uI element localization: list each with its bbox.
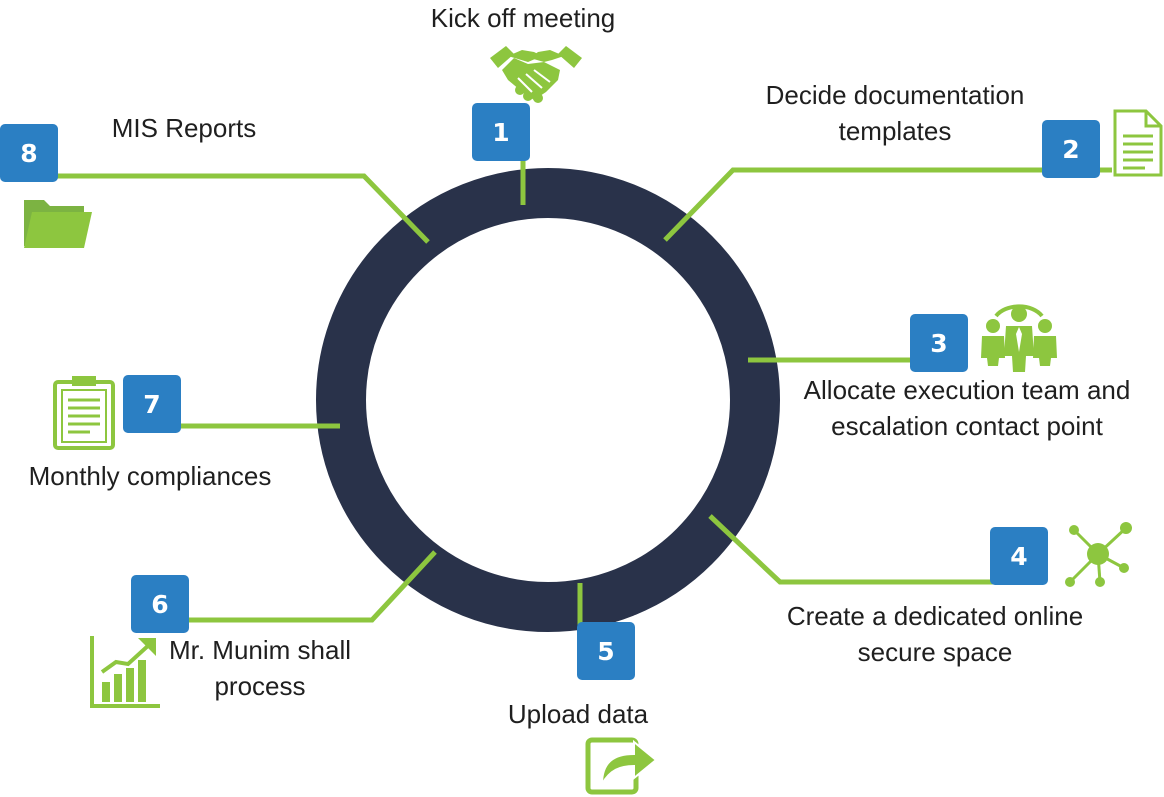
step-4-badge: 4 (990, 527, 1048, 585)
step-6-label: Mr. Munim shall process (168, 635, 352, 701)
step-3-label: Allocate execution team and escalation c… (803, 375, 1131, 441)
step-4-label: Create a dedicated online secure space (786, 601, 1084, 667)
connector-step-6 (186, 550, 437, 623)
step-6-badge: 6 (131, 575, 189, 633)
step-5-label: Upload data (507, 699, 649, 729)
connector-step-4 (708, 514, 994, 585)
step-2-label: Decide documentation templates (765, 80, 1025, 146)
step-3-badge: 3 (910, 314, 968, 372)
document-icon (1113, 109, 1163, 177)
step-8-badge: 8 (0, 124, 58, 182)
growth-chart-icon (90, 636, 160, 708)
network-icon (1065, 522, 1132, 587)
step-7-label: Monthly compliances (28, 461, 272, 491)
folder-icon (24, 200, 92, 248)
step-2-badge: 2 (1042, 120, 1100, 178)
cycle-ring (316, 168, 780, 632)
step-7-badge: 7 (123, 375, 181, 433)
clipboard-icon (53, 376, 115, 450)
team-icon (981, 304, 1057, 372)
step-8-label: MIS Reports (111, 113, 257, 143)
step-1-label: Kick off meeting (430, 3, 616, 33)
step-5-badge: 5 (577, 622, 635, 680)
upload-share-icon (585, 737, 658, 795)
step-1-badge: 1 (472, 103, 530, 161)
connector-step-2 (663, 167, 1112, 242)
connector-step-8 (2, 173, 430, 244)
handshake-icon (490, 46, 582, 103)
